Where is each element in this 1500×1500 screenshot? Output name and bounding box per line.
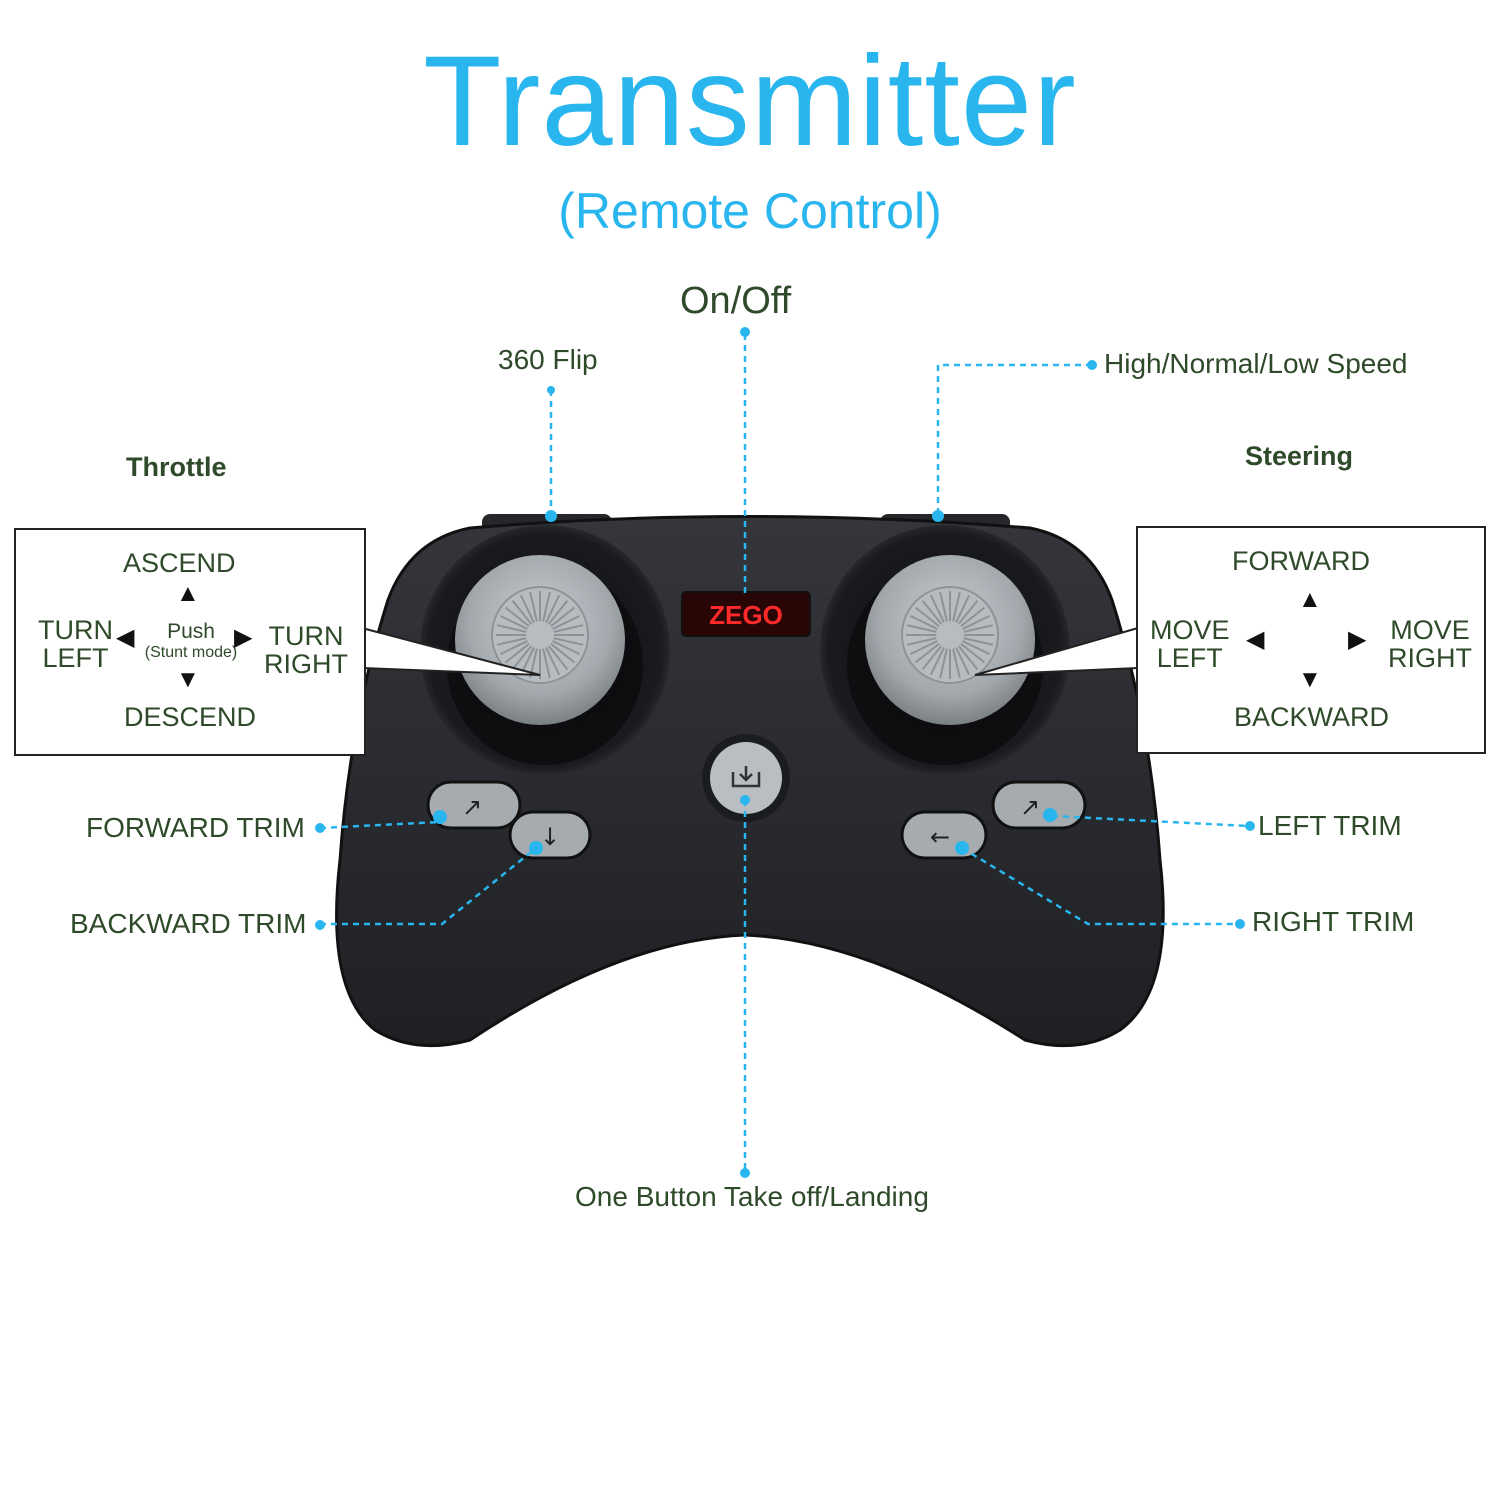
- throttle-ascend: ASCEND: [123, 550, 236, 577]
- takeoff-landing-label: One Button Take off/Landing: [575, 1183, 929, 1211]
- steering-heading: Steering: [1245, 443, 1353, 470]
- svg-text:↓: ↓: [540, 823, 560, 851]
- steering-backward: BACKWARD: [1234, 704, 1389, 731]
- right-trim-button[interactable]: ←: [902, 812, 986, 858]
- steering-box: FORWARD ▲ MOVE LEFT ◀ ▶ MOVE RIGHT ▼ BAC…: [1136, 526, 1486, 754]
- arrow-right-icon: ▶: [1348, 628, 1366, 652]
- steering-forward: FORWARD: [1232, 548, 1370, 575]
- throttle-turn-right: TURN RIGHT: [264, 622, 348, 678]
- arrow-down-icon: ▼: [1298, 668, 1322, 692]
- backward-trim-label: BACKWARD TRIM: [70, 910, 306, 938]
- arrow-left-icon: ◀: [116, 626, 134, 650]
- speed-label: High/Normal/Low Speed: [1104, 350, 1408, 378]
- throttle-heading: Throttle: [126, 454, 227, 481]
- steering-move-left: MOVE LEFT: [1150, 616, 1230, 672]
- throttle-turn-left: TURN LEFT: [38, 616, 113, 672]
- arrow-left-icon: ◀: [1246, 628, 1264, 652]
- forward-trim-label: FORWARD TRIM: [86, 814, 305, 842]
- arrow-up-icon: ▲: [176, 582, 200, 606]
- right-trim-label: RIGHT TRIM: [1252, 908, 1414, 936]
- throttle-push: Push: [136, 620, 246, 643]
- left-trim-button[interactable]: ↗: [993, 782, 1085, 828]
- svg-text:↗: ↗: [462, 793, 482, 821]
- throttle-box: ASCEND ▲ TURN LEFT ◀ Push (Stunt mode) ▶…: [14, 528, 366, 756]
- flip-label: 360 Flip: [498, 346, 598, 374]
- throttle-stunt-mode: (Stunt mode): [136, 644, 246, 662]
- steering-move-right: MOVE RIGHT: [1388, 616, 1472, 672]
- on-off-label: On/Off: [680, 282, 791, 320]
- display-text: ZEGO: [709, 600, 783, 630]
- throttle-descend: DESCEND: [124, 704, 256, 731]
- arrow-right-icon: ▶: [234, 626, 252, 650]
- left-trim-label: LEFT TRIM: [1258, 812, 1402, 840]
- backward-trim-button[interactable]: ↓: [510, 812, 590, 858]
- left-joystick[interactable]: [455, 555, 625, 725]
- arrow-up-icon: ▲: [1298, 588, 1322, 612]
- svg-text:↗: ↗: [1020, 793, 1040, 821]
- arrow-down-icon: ▼: [176, 668, 200, 692]
- right-joystick[interactable]: [865, 555, 1035, 725]
- svg-text:←: ←: [930, 823, 950, 851]
